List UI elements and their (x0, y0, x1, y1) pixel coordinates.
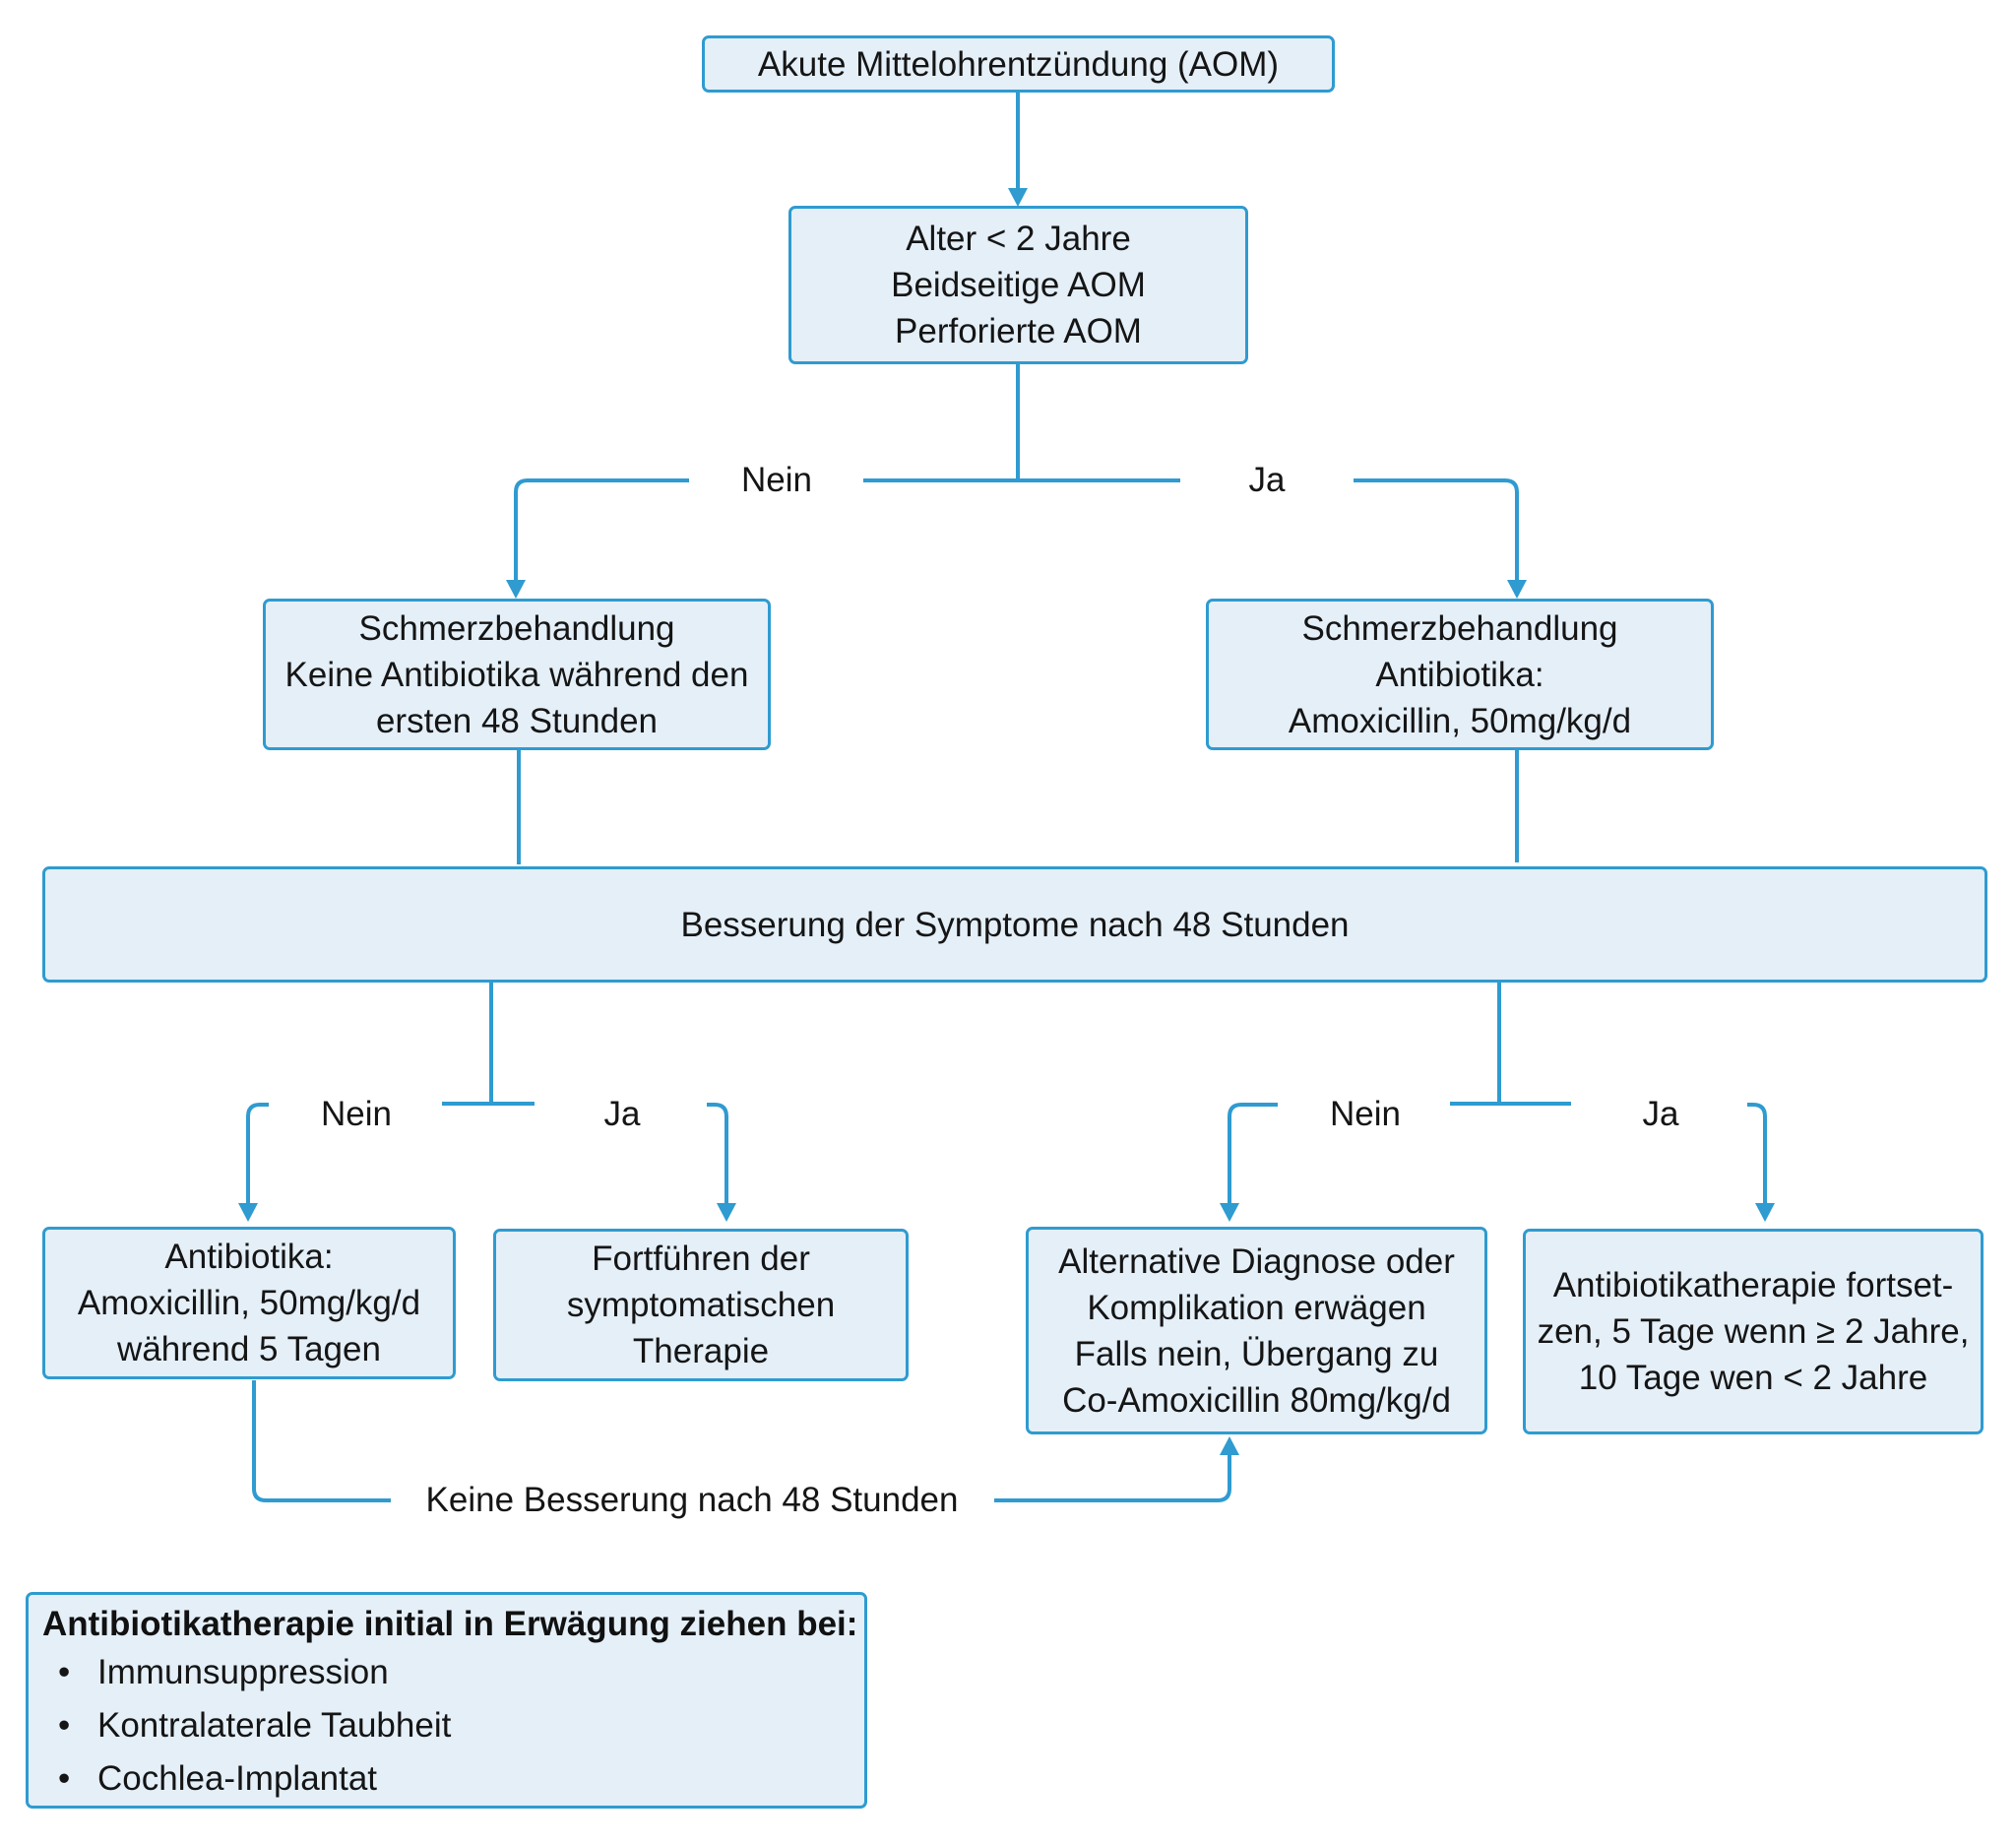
branch-label-ja: Ja (1248, 461, 1286, 499)
connector-nein-left (514, 478, 689, 587)
bullet: • (58, 1706, 71, 1745)
criteria-line: Alter < 2 Jahre (906, 220, 1131, 258)
connector-no-improvement-right (994, 1447, 1231, 1502)
arrowhead (1008, 188, 1028, 207)
improvement-label: Besserung der Symptome nach 48 Stunden (680, 905, 1350, 944)
note-item-text: Kontralaterale Taubheit (97, 1706, 452, 1745)
treatment-line: Schmerzbehandlung (1301, 608, 1618, 648)
note-item: • Cochlea-Implantat (42, 1752, 864, 1806)
note-title: Antibiotikatherapie initial in Erwägung … (42, 1605, 858, 1643)
treatment-line: Schmerzbehandlung (358, 608, 675, 648)
start-box: Akute Mittelohrentzündung (AOM) (702, 35, 1335, 93)
criteria-box: Alter < 2 Jahre Beidseitige AOM Perforie… (788, 206, 1248, 364)
criteria-line: Perforierte AOM (895, 312, 1142, 350)
outcome-line: Antibiotikatherapie fortset- (1552, 1266, 1954, 1304)
outcome-line: Komplikation erwägen (1087, 1288, 1426, 1327)
arrowhead (1755, 1203, 1775, 1222)
antibiotic-consideration-note: Antibiotikatherapie initial in Erwägung … (26, 1592, 867, 1809)
arrowhead (238, 1203, 258, 1222)
arrowhead (1220, 1203, 1239, 1222)
outcome-right-yes-box: Antibiotikatherapie fortset- zen, 5 Tage… (1523, 1229, 1984, 1434)
outcome-line: zen, 5 Tage wenn ≥ 2 Jahre, (1537, 1312, 1970, 1351)
outcome-line: Alternative Diagnose oder (1058, 1241, 1455, 1281)
note-list: • Immunsuppression • Kontralaterale Taub… (42, 1646, 864, 1806)
arrowhead (717, 1203, 736, 1222)
branch-label-ja: Ja (1642, 1095, 1679, 1133)
outcome-line: Amoxicillin, 50mg/kg/d (77, 1284, 421, 1322)
connector-right-nein (1228, 1103, 1278, 1211)
note-item: • Kontralaterale Taubheit (42, 1699, 864, 1752)
arrowhead (1507, 580, 1527, 599)
improvement-box: Besserung der Symptome nach 48 Stunden (42, 866, 1987, 983)
outcome-line: Co-Amoxicillin 80mg/kg/d (1062, 1380, 1451, 1420)
treatment-line: Antibiotika: (1375, 655, 1544, 694)
outcome-line: Antibiotika: (164, 1238, 334, 1276)
connector-ja-right (1354, 478, 1519, 587)
note-item: • Immunsuppression (42, 1646, 864, 1699)
treatment-line: ersten 48 Stunden (375, 701, 659, 740)
outcome-line: Fortführen der (592, 1240, 810, 1278)
right-treatment-box: Schmerzbehandlung Antibiotika: Amoxicill… (1206, 599, 1714, 750)
branch-label-nein: Nein (1330, 1095, 1401, 1133)
outcome-line: während 5 Tagen (117, 1330, 381, 1368)
outcome-left-no-box: Antibiotika: Amoxicillin, 50mg/kg/d währ… (42, 1227, 456, 1379)
outcome-line: Therapie (632, 1332, 770, 1370)
note-item-text: Cochlea-Implantat (97, 1759, 378, 1798)
connector-left-nein (246, 1103, 269, 1211)
connector-right-ja (1747, 1103, 1767, 1211)
bullet: • (58, 1759, 71, 1798)
outcome-line: 10 Tage wen < 2 Jahre (1578, 1359, 1928, 1397)
connector-left-ja (707, 1103, 728, 1211)
branch-label-nein: Nein (321, 1095, 392, 1133)
outcome-line: Falls nein, Übergang zu (1074, 1334, 1439, 1373)
criteria-line: Beidseitige AOM (891, 266, 1146, 304)
branch-label-ja: Ja (603, 1095, 641, 1133)
left-treatment-box: Schmerzbehandlung Keine Antibiotika währ… (263, 599, 771, 750)
bullet: • (58, 1653, 71, 1691)
outcome-right-no-box: Alternative Diagnose oder Komplikation e… (1026, 1227, 1487, 1434)
treatment-line: Amoxicillin, 50mg/kg/d (1288, 701, 1632, 740)
treatment-line: Keine Antibiotika während den (284, 655, 749, 694)
note-item-text: Immunsuppression (97, 1653, 389, 1691)
outcome-line: symptomatischen (566, 1286, 836, 1324)
arrowhead (1220, 1436, 1239, 1455)
no-improvement-label: Keine Besserung nach 48 Stunden (425, 1481, 959, 1519)
start-label: Akute Mittelohrentzündung (AOM) (757, 44, 1280, 84)
outcome-left-yes-box: Fortführen der symptomatischen Therapie (493, 1229, 909, 1381)
arrowhead (506, 580, 526, 599)
branch-label-nein: Nein (741, 461, 812, 499)
connector-no-improvement-left (252, 1380, 391, 1502)
